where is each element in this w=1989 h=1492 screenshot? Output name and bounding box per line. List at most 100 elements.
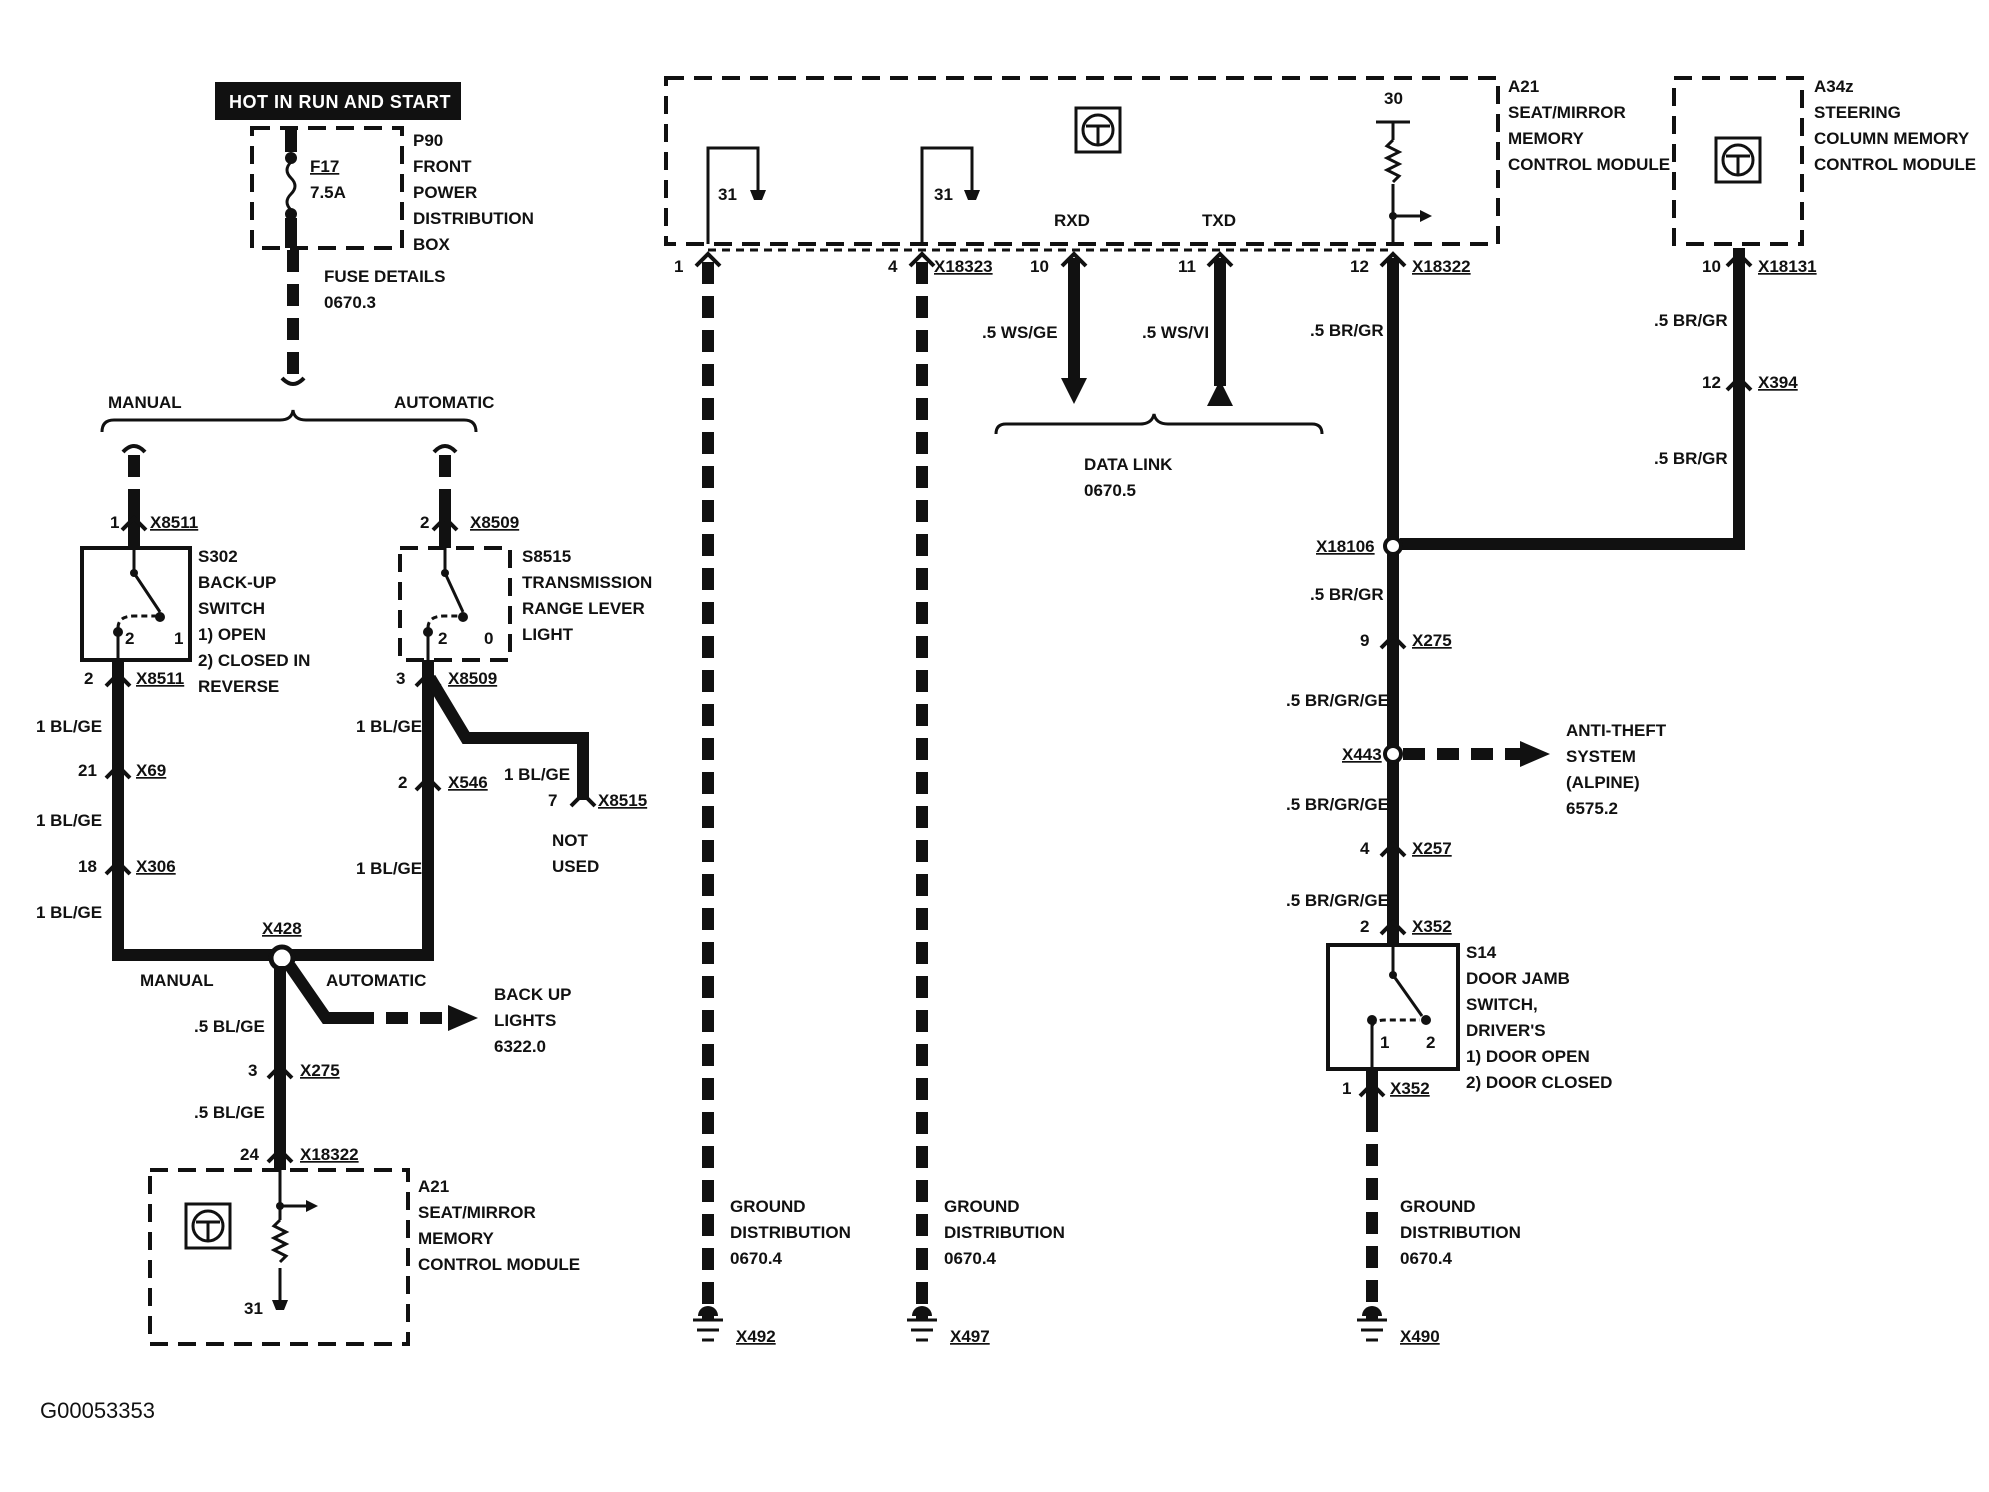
s8515-contact-b: 0: [484, 629, 493, 648]
s8515-line-2: RANGE LEVER: [522, 599, 645, 618]
ground-2-line-2: 0670.4: [944, 1249, 997, 1268]
right-pin-2: 2: [1360, 917, 1369, 936]
s302-conn-top: X8511: [150, 513, 198, 532]
conn-x257: X257: [1412, 839, 1452, 858]
a21-bottom-line-2: MEMORY: [418, 1229, 495, 1248]
a34z-line-0: A34z: [1814, 77, 1854, 96]
not-used-conn: X8515: [598, 791, 647, 810]
ground-3-line-1: DISTRIBUTION: [1400, 1223, 1521, 1242]
a34z-pin-12: 12: [1702, 373, 1721, 392]
s14-line-1: DOOR JAMB: [1466, 969, 1570, 988]
wire-5blge-a: .5 BL/GE: [194, 1017, 265, 1036]
s302-line-5: REVERSE: [198, 677, 279, 696]
hot-label-group: HOT IN RUN AND START: [215, 82, 461, 120]
a21-top-pin-12: 12: [1350, 257, 1369, 276]
s302-line-4: 2) CLOSED IN: [198, 651, 310, 670]
pin-21: 21: [78, 761, 97, 780]
a21-bottom-line-1: SEAT/MIRROR: [418, 1203, 536, 1222]
branch-brace: MANUAL AUTOMATIC: [100, 393, 494, 433]
a34z-line-1: STEERING: [1814, 103, 1901, 122]
branch-manual: MANUAL: [108, 393, 182, 412]
wire-1blge-r1: 1 BL/GE: [356, 717, 422, 736]
wire-ws-ge: .5 WS/GE: [982, 323, 1058, 342]
conn-x275-right: X275: [1412, 631, 1452, 650]
right-wire-4: .5 BR/GR/GE: [1286, 795, 1389, 814]
wire-1blge-r2: 1 BL/GE: [356, 859, 422, 878]
wire-1blge-b: 1 BL/GE: [36, 811, 102, 830]
s8515-pin-bottom: 3: [396, 669, 405, 688]
s302-back-up-switch: 2 1 S302 BACK-UP SWITCH 1) OPEN 2) CLOSE…: [80, 546, 310, 696]
ground-column-1: X492 GROUND DISTRIBUTION 0670.4: [693, 251, 851, 1346]
branch-automatic: AUTOMATIC: [394, 393, 494, 412]
a34z-steering-column-module: A34z STEERING COLUMN MEMORY CONTROL MODU…: [1672, 76, 1976, 246]
wire-5blge-b: .5 BL/GE: [194, 1103, 265, 1122]
junction-x428: X428 MANUAL AUTOMATIC BACK UP LIGHTS 632…: [140, 919, 571, 1170]
rxd-label: RXD: [1054, 211, 1090, 230]
steering-wheel-icon: [1074, 106, 1122, 154]
s8515-line-1: TRANSMISSION: [522, 573, 652, 592]
a21-top-pin-10: 10: [1030, 257, 1049, 276]
fuse-box-line-3: DISTRIBUTION: [413, 209, 534, 228]
conn-x352-bottom: X352: [1390, 1079, 1430, 1098]
anti-theft-line-2: (ALPINE): [1566, 773, 1640, 792]
s14-door-jamb-switch: 1 2 S14 DOOR JAMB SWITCH, DRIVER'S 1) DO…: [1326, 943, 1612, 1092]
pin-18: 18: [78, 857, 97, 876]
fuse-details-line-0: FUSE DETAILS: [324, 267, 446, 286]
fuse-details-line-1: 0670.3: [324, 293, 376, 312]
wire-1blge-c: 1 BL/GE: [36, 903, 102, 922]
fuse-box-line-0: P90: [413, 131, 443, 150]
conn-x443: X443: [1342, 745, 1382, 764]
ground-column-3: 1 X352 X490 GROUND DISTRIBUTION 0670.4: [1342, 1069, 1521, 1346]
front-power-distribution-box: F17 7.5A P90 FRONT POWER DISTRIBUTION BO…: [250, 126, 534, 312]
conn-x306: X306: [136, 857, 176, 876]
a34z-wire-1: .5 BR/GR: [1654, 311, 1728, 330]
a34z-wire-2: .5 BR/GR: [1654, 449, 1728, 468]
a21-bottom-ground-pin: 31: [244, 1299, 263, 1318]
conn-x69: X69: [136, 761, 166, 780]
a21-top-module: A21 SEAT/MIRROR MEMORY CONTROL MODULE 31…: [664, 76, 1670, 246]
s8515-transmission-range-lever-light: 2 0 S8515 TRANSMISSION RANGE LEVER LIGHT: [398, 546, 652, 662]
conn-x18106: X18106: [1316, 537, 1375, 556]
backup-line-1: LIGHTS: [494, 1011, 556, 1030]
automatic-feed: 2 X8509: [420, 444, 519, 548]
figure-code: G00053353: [40, 1398, 155, 1423]
not-used-pin: 7: [548, 791, 557, 810]
s302-conn-bottom: X8511: [136, 669, 184, 688]
s14-line-4: 1) DOOR OPEN: [1466, 1047, 1590, 1066]
anti-theft-line-1: SYSTEM: [1566, 747, 1636, 766]
steering-wheel-icon: [1714, 136, 1762, 184]
anti-theft-line-0: ANTI-THEFT: [1566, 721, 1667, 740]
s8515-line-3: LIGHT: [522, 625, 574, 644]
s302-contact-b: 1: [174, 629, 183, 648]
ground-1-line-2: 0670.4: [730, 1249, 783, 1268]
s302-line-3: 1) OPEN: [198, 625, 266, 644]
a21-top-pin-30: 30: [1384, 89, 1403, 108]
hot-label-bar: [215, 82, 461, 120]
s14-line-3: DRIVER'S: [1466, 1021, 1546, 1040]
wire-1blge-a: 1 BL/GE: [36, 717, 102, 736]
not-used-wire: 1 BL/GE: [504, 765, 570, 784]
s302-pin-top: 1: [110, 513, 119, 532]
a21-top-pin-4: 4: [888, 257, 898, 276]
junction-automatic: AUTOMATIC: [326, 971, 426, 990]
right-chain: .5 BR/GR X18106 .5 BR/GR 9 X275 .5 BR/GR…: [1286, 251, 1667, 945]
ground-3-line-0: GROUND: [1400, 1197, 1476, 1216]
backup-line-2: 6322.0: [494, 1037, 546, 1056]
right-wire-1: .5 BR/GR: [1310, 321, 1384, 340]
a34z-line-3: CONTROL MODULE: [1814, 155, 1976, 174]
s14-contact-a: 1: [1380, 1033, 1389, 1052]
s14-line-2: SWITCH,: [1466, 995, 1538, 1014]
conn-x352-top: X352: [1412, 917, 1452, 936]
s8515-contact-a: 2: [438, 629, 447, 648]
ground-2-line-0: GROUND: [944, 1197, 1020, 1216]
anti-theft-line-3: 6575.2: [1566, 799, 1618, 818]
automatic-chain: 3 X8509 1 BL/GE 7 X8515 NOT USED 1 BL/GE…: [282, 660, 647, 961]
data-link-line-0: DATA LINK: [1084, 455, 1173, 474]
junction-manual: MANUAL: [140, 971, 214, 990]
a21-top-line-0: A21: [1508, 77, 1539, 96]
s8515-conn-bottom: X8509: [448, 669, 497, 688]
s14-line-5: 2) DOOR CLOSED: [1466, 1073, 1612, 1092]
right-wire-2: .5 BR/GR: [1310, 585, 1384, 604]
fuse-box-line-1: FRONT: [413, 157, 472, 176]
